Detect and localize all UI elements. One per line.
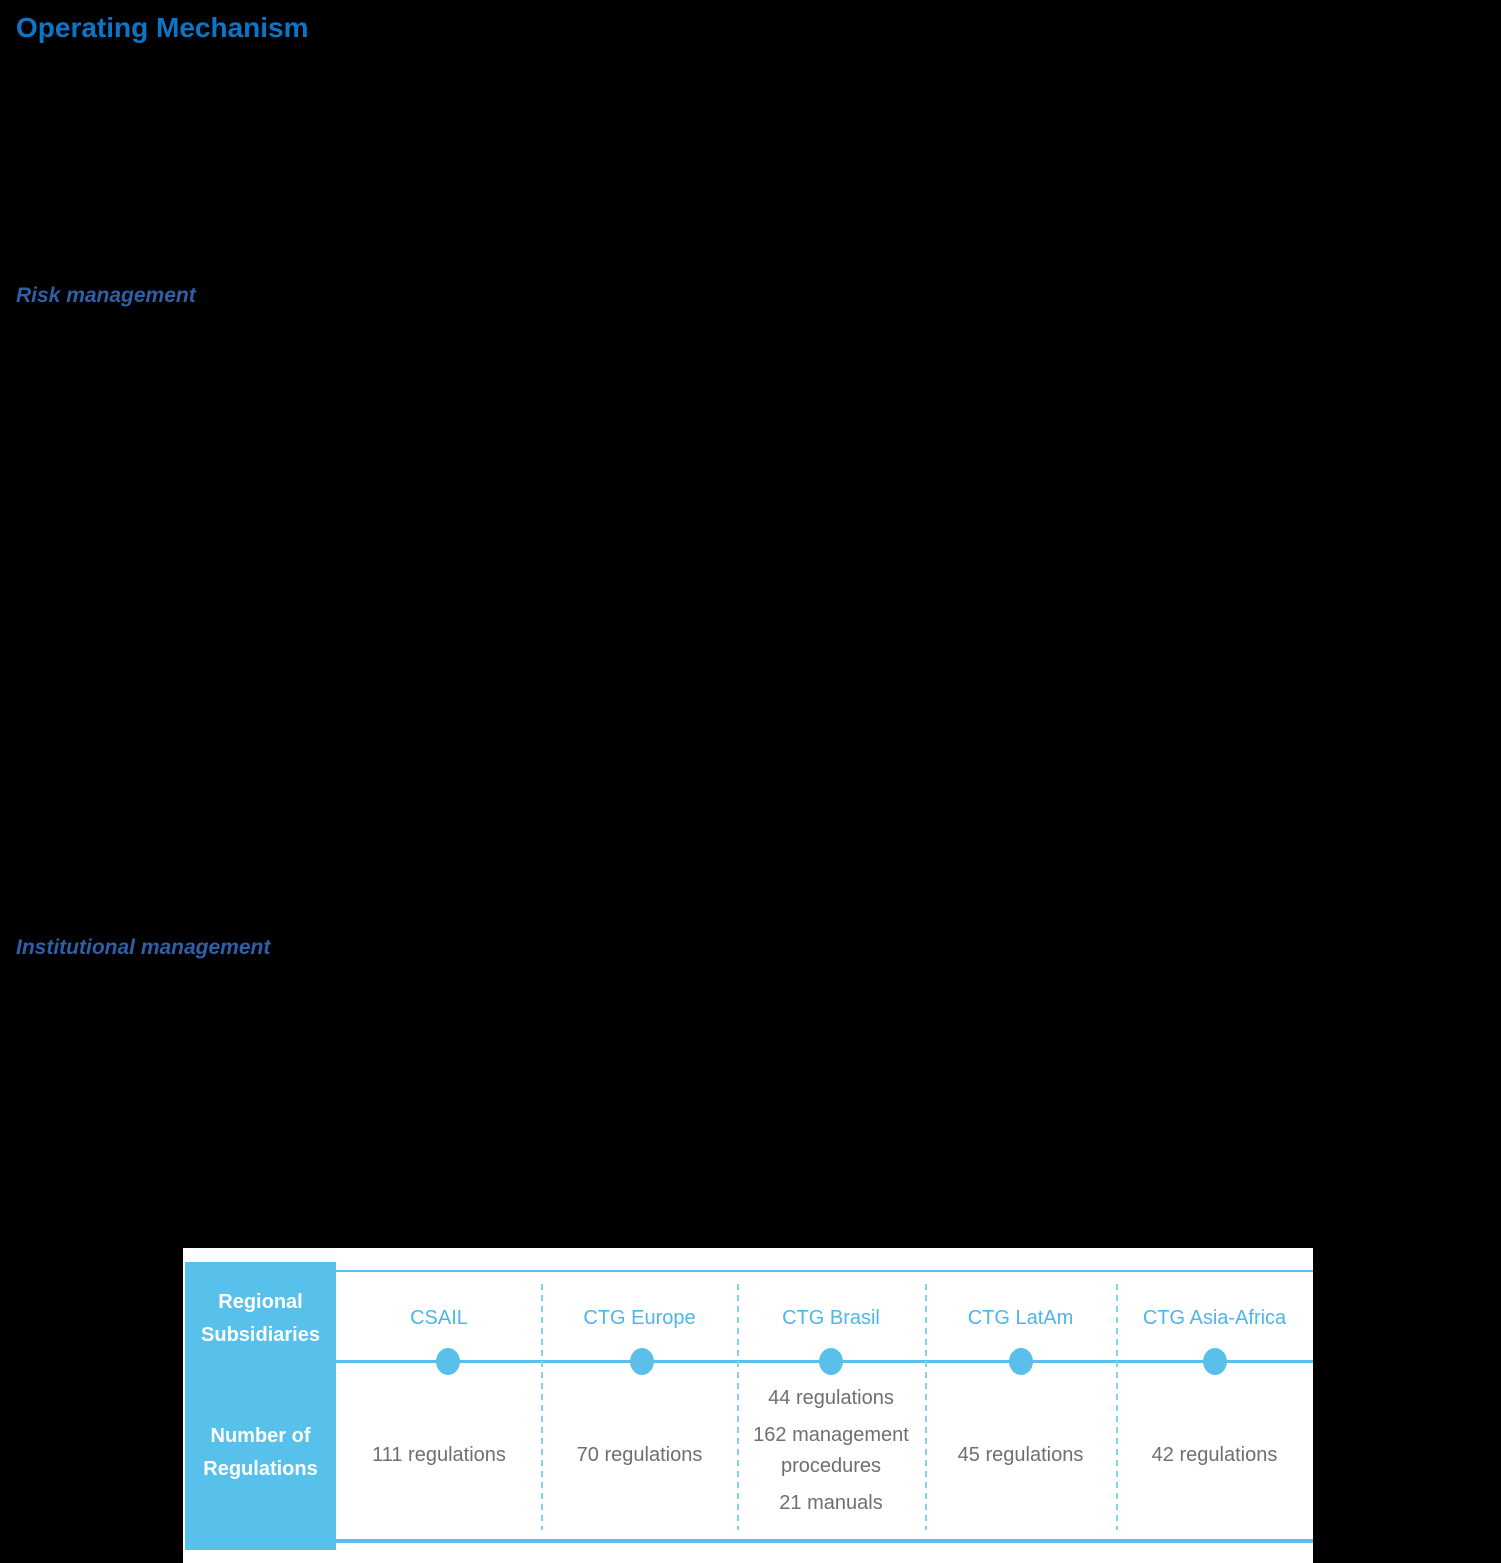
timeline-dot — [436, 1348, 460, 1375]
column-separator — [737, 1284, 739, 1530]
column-header-ctg-brasil: CTG Brasil — [782, 1307, 880, 1329]
figure-top-line — [336, 1270, 1313, 1272]
timeline-dot — [630, 1348, 654, 1375]
row-header-number-of-regulations: Number of Regulations — [203, 1425, 318, 1480]
timeline-dot — [819, 1348, 843, 1375]
column-separator — [541, 1284, 543, 1530]
row-header-regional-subsidiaries: Regional Subsidiaries — [201, 1291, 320, 1346]
section-heading-risk-management: Risk management — [16, 284, 196, 307]
figure-bottom-line — [336, 1539, 1313, 1543]
column-header-ctg-asia-africa: CTG Asia-Africa — [1142, 1307, 1287, 1329]
value-ctg-asia-africa-regulations: 42 regulations — [1151, 1444, 1278, 1466]
timeline-dot — [1203, 1348, 1227, 1375]
column-header-csail: CSAIL — [410, 1307, 468, 1329]
page-title: Operating Mechanism — [16, 12, 309, 43]
column-header-ctg-latam: CTG LatAm — [967, 1307, 1074, 1329]
regulations-figure-panel: Regional Subsidiaries Number of Regulati… — [183, 1248, 1313, 1563]
value-ctg-europe-regulations: 70 regulations — [576, 1444, 703, 1466]
column-header-ctg-europe: CTG Europe — [583, 1307, 696, 1329]
section-heading-institutional-management: Institutional management — [16, 936, 271, 959]
column-separator — [925, 1284, 927, 1530]
value-ctg-brasil-regulations: 44 regulations 162 management procedures… — [737, 1383, 925, 1525]
value-item: 44 regulations — [768, 1387, 894, 1409]
value-csail-regulations: 111 regulations — [372, 1444, 506, 1466]
timeline-dot — [1009, 1348, 1033, 1375]
value-ctg-latam-regulations: 45 regulations — [957, 1444, 1084, 1466]
value-item: 21 manuals — [779, 1492, 883, 1514]
column-separator — [1116, 1284, 1118, 1530]
figure-row-header-box: Regional Subsidiaries Number of Regulati… — [185, 1262, 336, 1550]
value-item: 162 management procedures — [753, 1424, 909, 1477]
